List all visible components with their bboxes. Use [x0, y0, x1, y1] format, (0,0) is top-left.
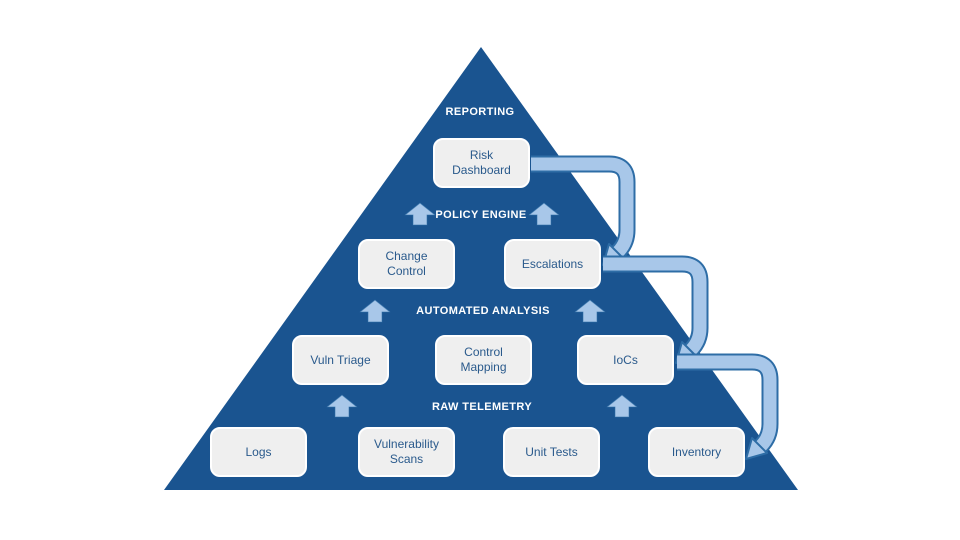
up-arrow-icon: [359, 299, 391, 323]
connector-iocs-inventory: [677, 353, 779, 460]
node-risk-dashboard: Risk Dashboard: [433, 138, 530, 188]
node-inventory: Inventory: [648, 427, 745, 477]
curved-arrow-icon: [603, 257, 707, 355]
layer-label-policy-engine: POLICY ENGINE: [435, 209, 527, 221]
layer-label-automated-analysis: AUTOMATED ANALYSIS: [416, 305, 550, 317]
up-arrow-icon: [326, 394, 358, 418]
up-arrow-icon: [528, 202, 560, 226]
up-arrow-icon: [606, 394, 638, 418]
up-arrow-icon: [404, 202, 436, 226]
node-logs: Logs: [210, 427, 307, 477]
node-change-control: Change Control: [358, 239, 455, 289]
node-vulnerability-scans: Vulnerability Scans: [358, 427, 455, 477]
node-control-mapping: Control Mapping: [435, 335, 532, 385]
node-unit-tests: Unit Tests: [503, 427, 600, 477]
layer-label-raw-telemetry: RAW TELEMETRY: [431, 401, 533, 413]
curved-arrow-icon: [677, 355, 777, 451]
up-arrow-icon: [574, 299, 606, 323]
node-iocs: IoCs: [577, 335, 674, 385]
node-vuln-triage: Vuln Triage: [292, 335, 389, 385]
layer-label-reporting: REPORTING: [445, 106, 515, 118]
curved-arrow-icon: [531, 157, 634, 257]
node-escalations: Escalations: [504, 239, 601, 289]
arrowhead-icon: [745, 437, 768, 460]
